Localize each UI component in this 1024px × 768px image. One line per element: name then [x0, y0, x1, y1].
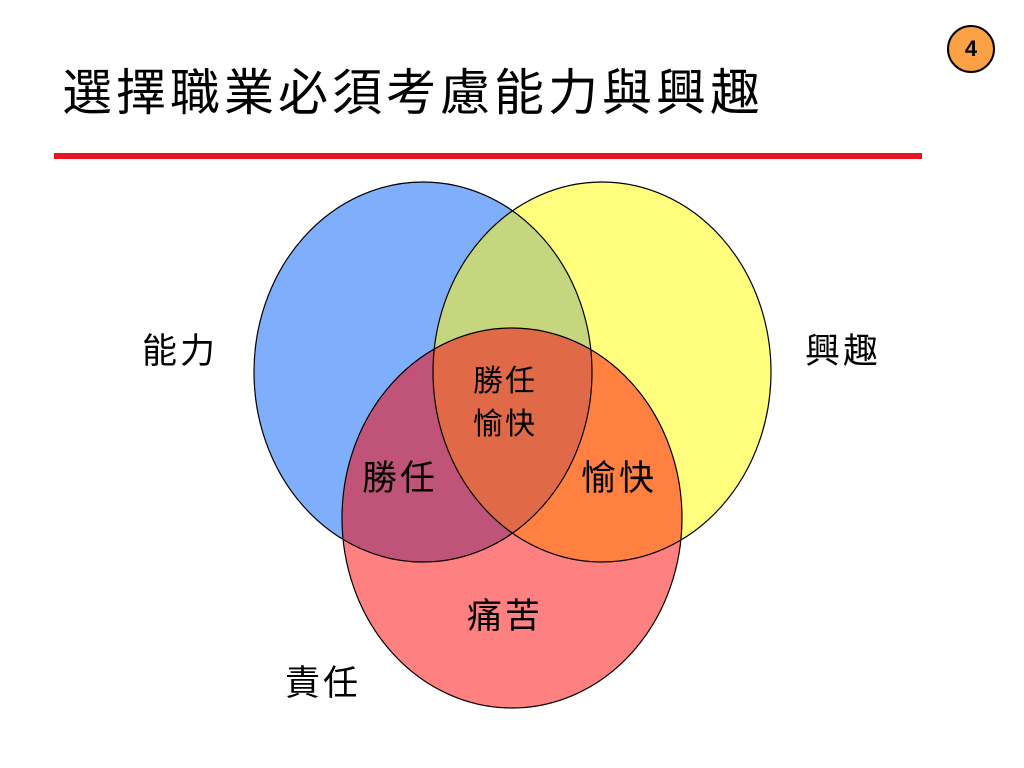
center-overlap	[433, 328, 592, 562]
ability-responsibility-region-label: 勝任	[362, 459, 438, 499]
page-number-badge: 4	[947, 25, 995, 73]
center-region-label-line1: 勝任	[473, 364, 537, 399]
interest-circle-outline	[432, 181, 772, 563]
title-divider	[54, 153, 922, 159]
interest-label: 興趣	[805, 332, 881, 372]
interest-responsibility-region-label: 愉快	[581, 459, 657, 499]
ability-circle-outline	[253, 181, 593, 563]
responsibility-circle-outline	[341, 327, 683, 709]
responsibility-only-region-label: 痛苦	[467, 597, 543, 637]
responsibility-label: 責任	[285, 664, 361, 704]
ability-label: 能力	[142, 332, 218, 372]
center-region-label-line2: 愉快	[473, 407, 537, 442]
slide-title: 選擇職業必須考慮能力與興趣	[62, 64, 764, 122]
